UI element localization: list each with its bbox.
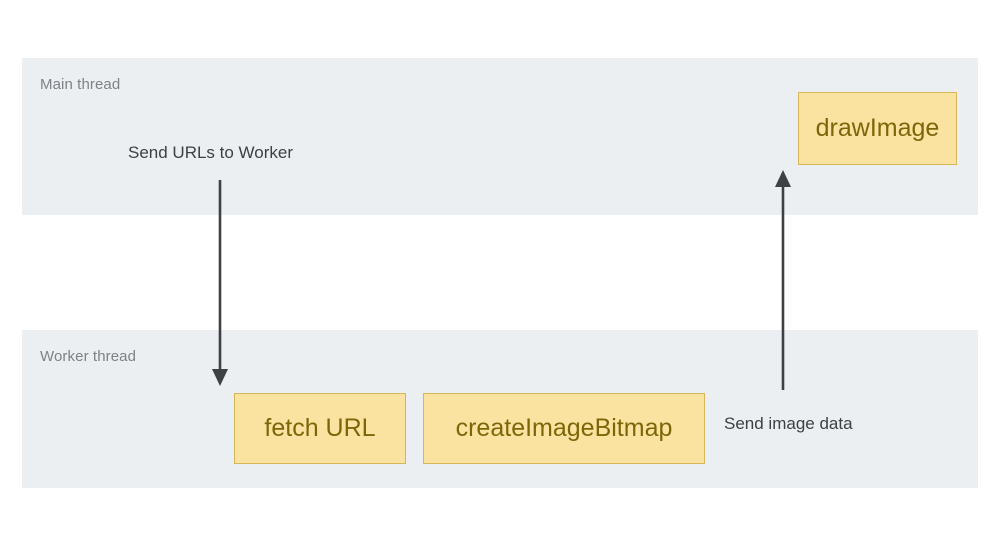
node-create-image-bitmap[interactable]: createImageBitmap — [423, 393, 705, 464]
edge-label-send-urls-to-worker: Send URLs to Worker — [128, 143, 294, 162]
lane-worker-thread-label: Worker thread — [40, 348, 137, 365]
lane-main-thread-label: Main thread — [40, 76, 121, 93]
edge-label-send-image-data: Send image data — [724, 414, 853, 433]
node-fetch-url[interactable]: fetch URL — [234, 393, 406, 464]
node-draw-image[interactable]: drawImage — [798, 92, 957, 165]
